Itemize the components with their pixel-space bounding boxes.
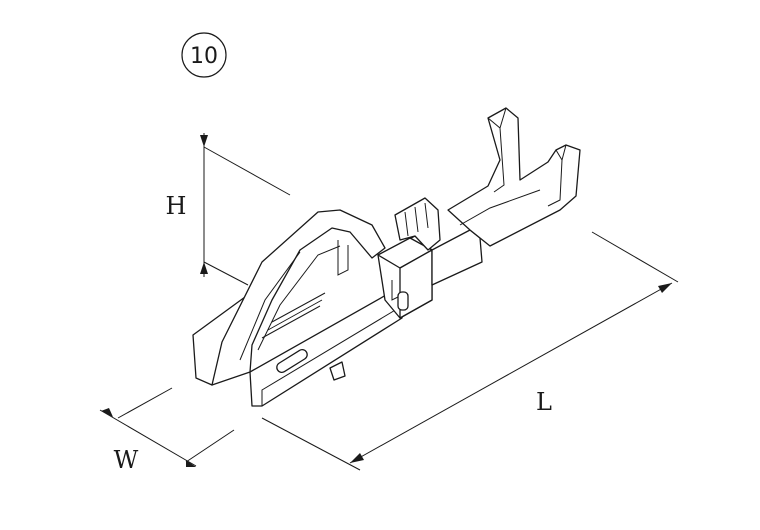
insulation-crimp-inner [487,107,567,207]
base-peg [329,361,346,381]
width-arrow-right [186,460,196,467]
width-dimension-line [99,409,197,467]
length-extension-right [591,231,679,283]
length-arrow-left [350,453,364,463]
base-plate-edge [261,305,403,406]
width-arrow-left [101,408,113,417]
insulation-crimp [447,107,581,247]
figure-number: 10 [190,44,218,69]
spring-contact-inner-2 [257,245,341,351]
dimension-length: L [261,231,679,471]
height-arrow-bottom [200,262,208,274]
slot-hole [276,348,308,374]
transition-band [431,229,483,286]
insulation-crimp-bend [459,189,541,226]
wire-crimp-ridges [404,202,429,237]
height-arrow-top [200,135,208,147]
spring-lines [261,292,326,339]
spring-contact [211,209,386,386]
terminal-part [192,107,581,407]
spring-window [337,240,349,276]
dimension-width: W [99,387,235,474]
width-extension-left [117,387,173,419]
length-arrow-right [658,283,672,293]
length-dimension-line [349,282,673,464]
width-extension-right [185,429,235,463]
height-extension-bottom [203,261,249,286]
length-label: L [536,388,552,416]
width-label: W [114,446,139,474]
box-housing-notch [391,280,401,301]
spring-contact-inner [239,251,301,361]
base-plate [249,289,403,407]
height-label: H [166,192,187,220]
height-extension-top [203,146,291,196]
box-slot [397,291,409,311]
dimension-height: H [166,133,291,286]
length-extension-left [261,417,361,471]
figure-number-badge: 10 [181,32,227,78]
